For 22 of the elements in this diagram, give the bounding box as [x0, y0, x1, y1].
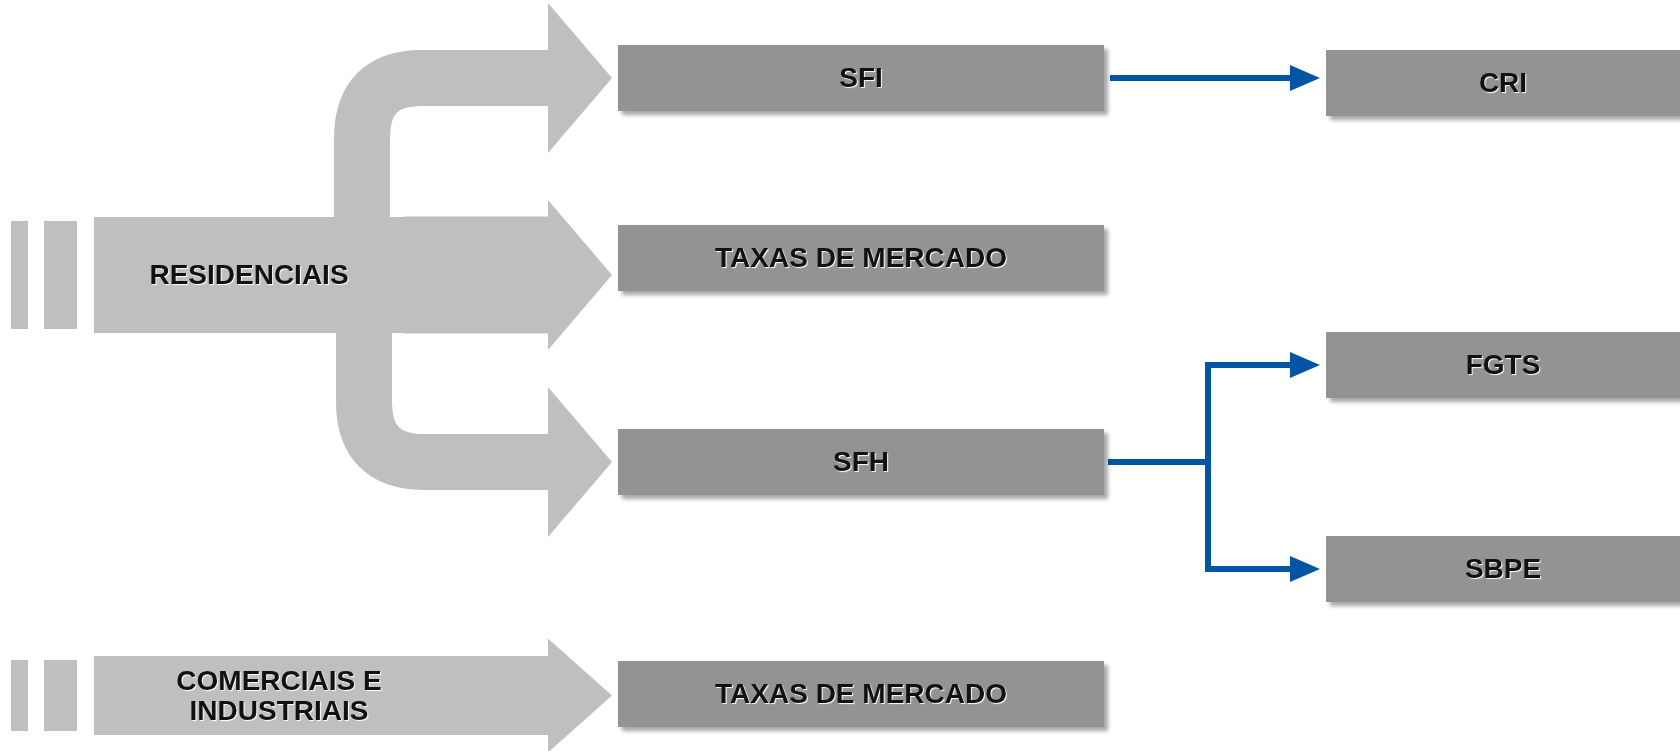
process-box: [1326, 536, 1680, 602]
node-label: TAXAS DE MERCADO: [715, 679, 1007, 709]
process-box: [618, 429, 1104, 495]
node-label: SFI: [839, 63, 883, 93]
process-box: [1326, 332, 1680, 398]
arrow-band: [94, 217, 404, 333]
node-label: SFH: [833, 447, 889, 477]
process-box: [618, 45, 1104, 111]
block-arrow: [404, 200, 612, 350]
node-label: SBPE: [1464, 554, 1542, 584]
node-label: CRI: [1478, 68, 1528, 98]
process-box: [618, 225, 1104, 291]
node-label: TAXAS DE MERCADO: [715, 243, 1007, 273]
process-box: [1326, 50, 1680, 116]
block-arrow: [464, 638, 612, 751]
node-label: RESIDENCIAIS: [149, 260, 349, 290]
process-box: [618, 661, 1104, 727]
node-label: COMERCIAIS E INDUSTRIAIS: [175, 666, 383, 725]
node-label: FGTS: [1465, 350, 1541, 380]
arrow: [1108, 459, 1320, 582]
arrow-band: [94, 656, 464, 735]
arrow: [1110, 65, 1320, 91]
